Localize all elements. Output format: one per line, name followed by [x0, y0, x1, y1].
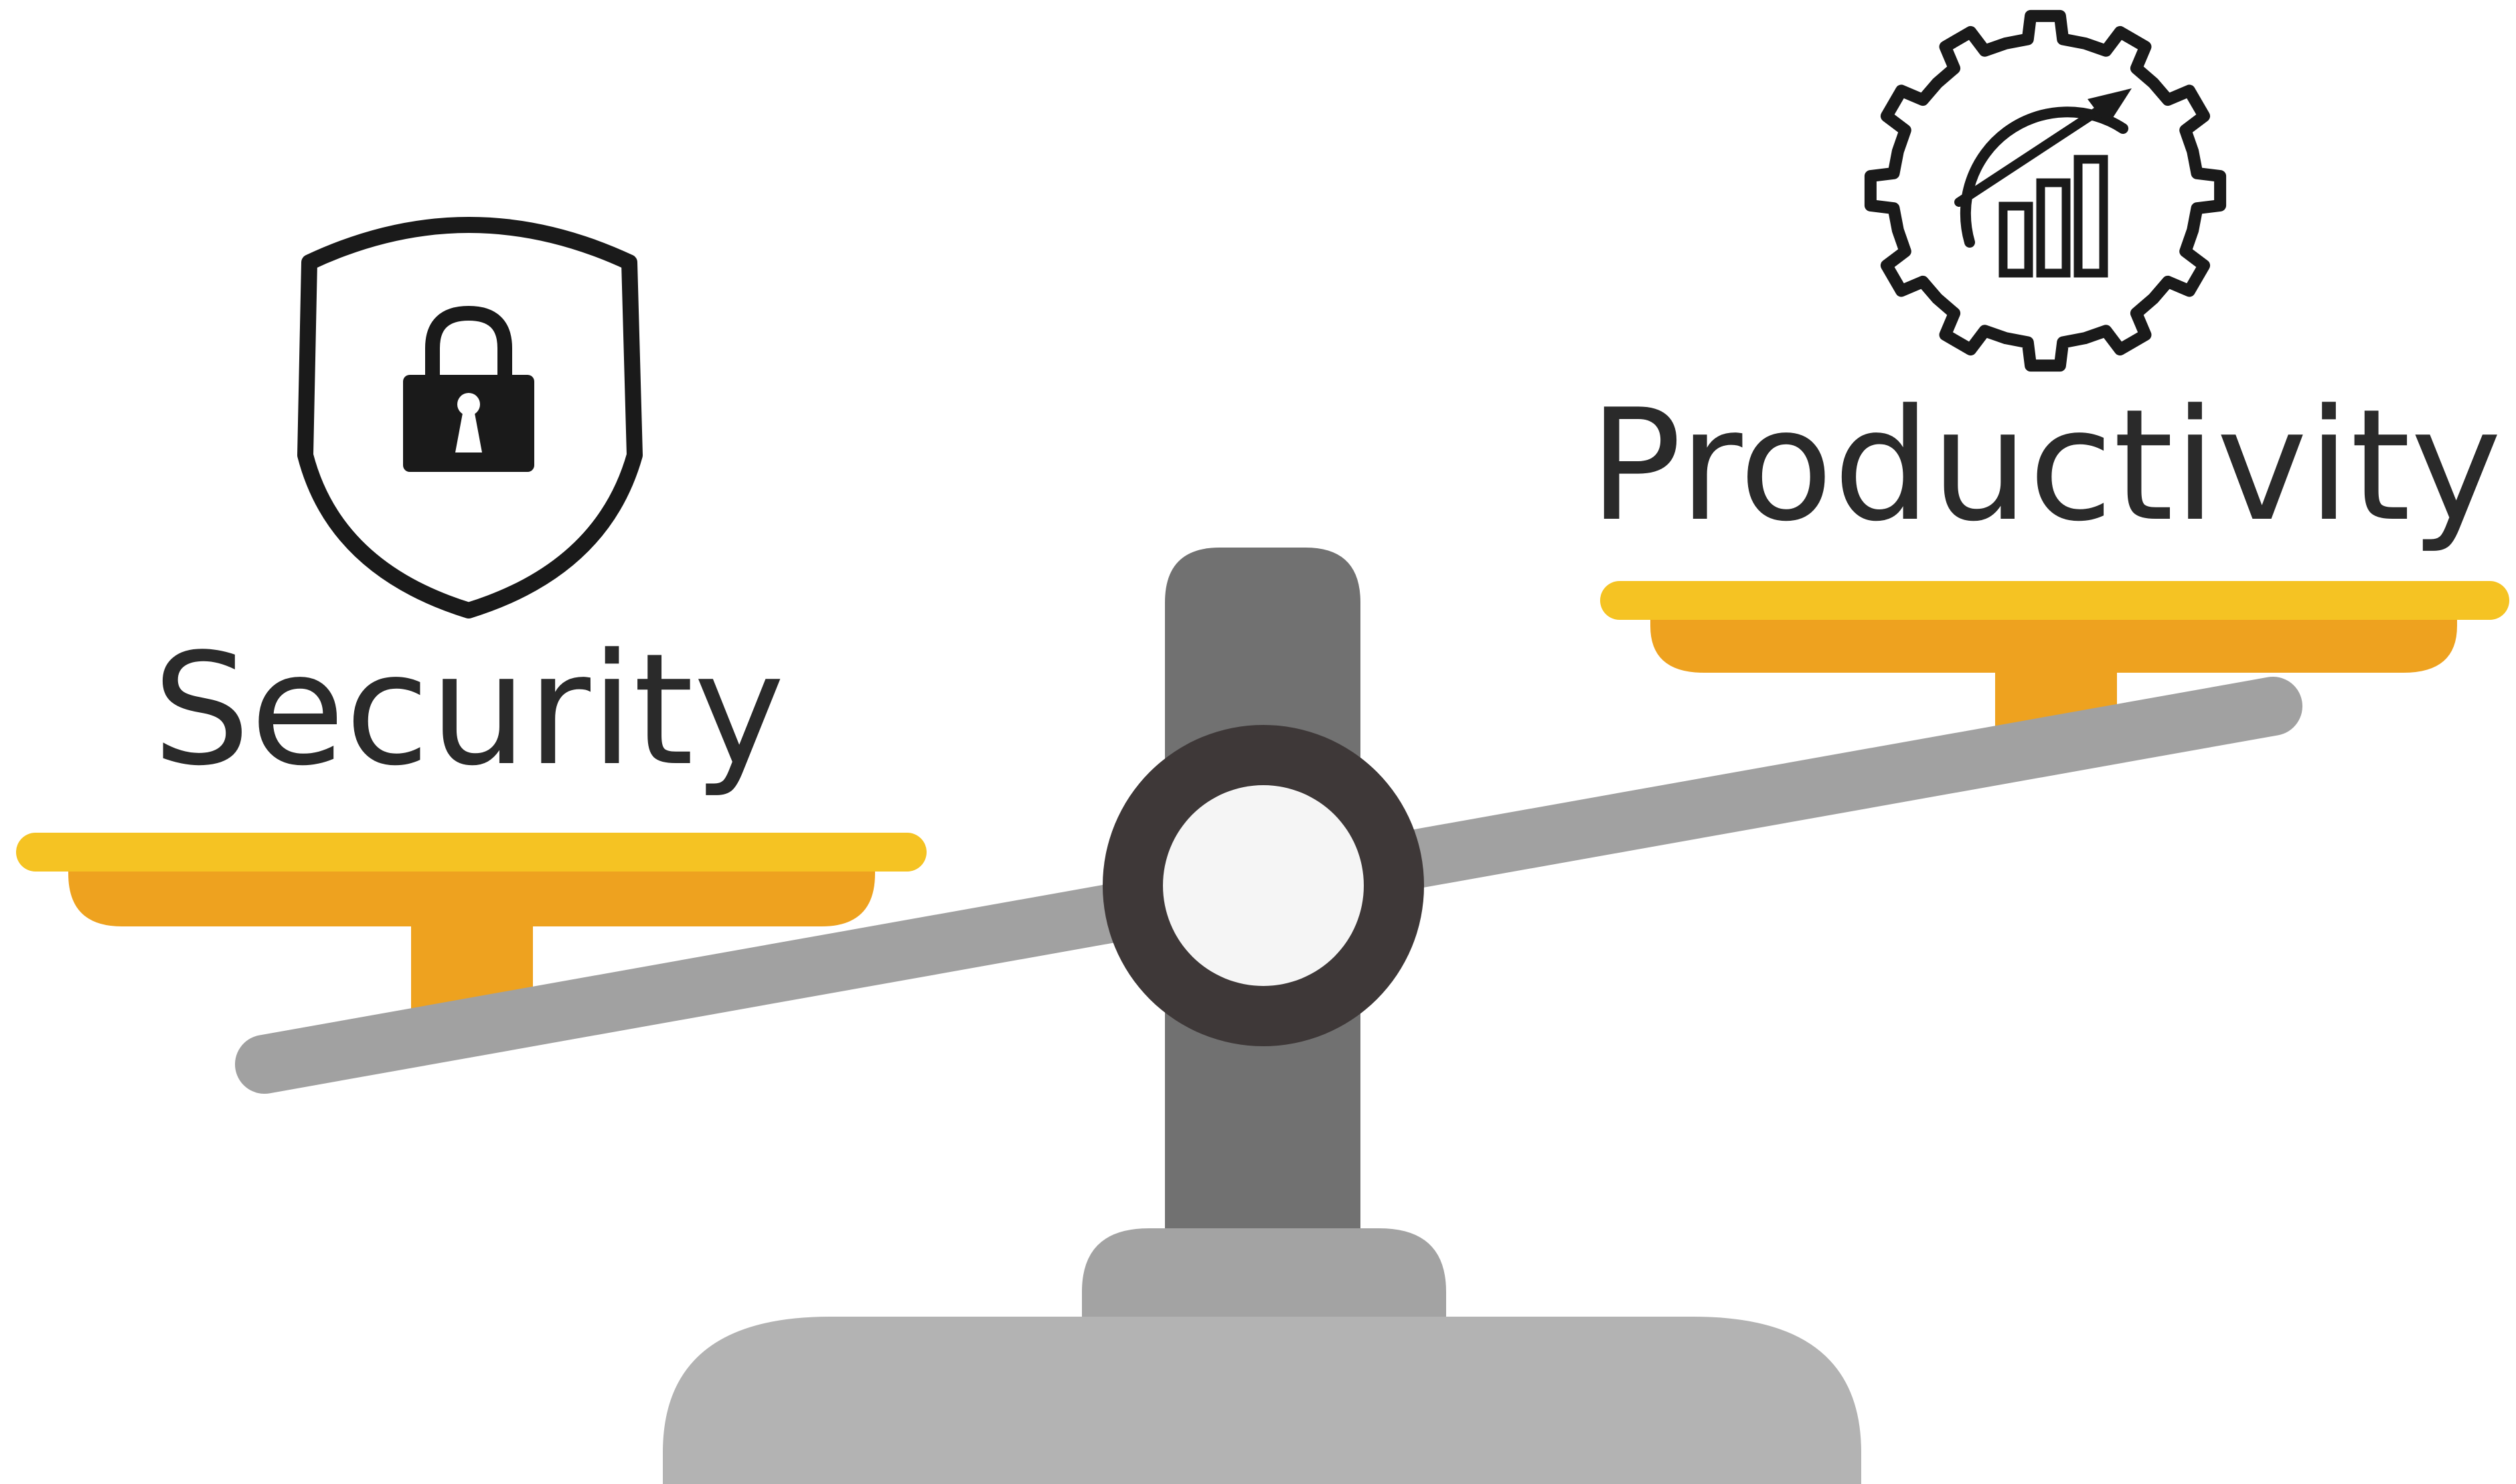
productivity-label: Productivity: [1589, 377, 2502, 556]
gear-growth-chart-icon: [1864, 9, 2227, 372]
right-pan: [1600, 581, 2509, 726]
left-pan-top: [16, 833, 927, 872]
gear-outline: [1864, 9, 2227, 372]
pivot-center: [1163, 785, 1364, 986]
left-pan-body: [68, 857, 875, 926]
padlock-keyhole: [457, 393, 480, 416]
chart-bar-3: [2073, 155, 2108, 278]
growth-arrow-head: [2088, 88, 2132, 126]
left-pan: [16, 833, 927, 1017]
scale-base: [663, 1228, 1861, 1484]
right-pan-top: [1600, 581, 2509, 620]
shield-lock-icon: [297, 217, 643, 619]
scale-base-step: [1082, 1228, 1446, 1317]
chart-bar-2: [2036, 178, 2071, 278]
chart-bar-1: [1998, 201, 2033, 278]
right-pan-body: [1650, 609, 2457, 673]
growth-arrow-line: [1954, 96, 2118, 207]
scale-pivot: [1103, 725, 1424, 1046]
scale-base-foot: [663, 1317, 1861, 1484]
padlock-keyhole-slot: [455, 410, 482, 452]
padlock-shackle: [425, 305, 512, 375]
security-label: Security: [153, 621, 785, 800]
shield-outline: [297, 217, 643, 619]
